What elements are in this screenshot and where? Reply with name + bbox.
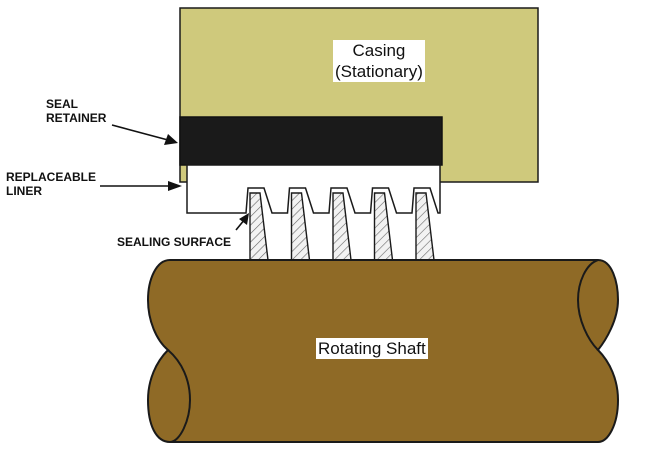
seal-retainer-label: SEAL RETAINER [46, 97, 106, 125]
replaceable-liner-label: REPLACEABLE LINER [6, 170, 96, 198]
seal-retainer-label-line2: RETAINER [46, 111, 107, 125]
seal-retainer-arrow [111, 124, 178, 145]
replaceable-liner [186, 164, 441, 214]
casing-label: Casing (Stationary) [333, 40, 425, 82]
sealing-tooth [373, 192, 394, 261]
sealing-tooth [415, 192, 435, 261]
shaft-right-end [576, 259, 599, 351]
sealing-surface-arrow [235, 213, 249, 231]
seal-retainer-label-line1: SEAL [46, 97, 79, 111]
sealing-tooth [290, 192, 311, 261]
replaceable-liner-label-line2: LINER [6, 184, 42, 198]
seal-retainer [179, 116, 443, 166]
replaceable-liner-arrow [100, 181, 182, 191]
sealing-tooth [249, 192, 269, 261]
sealing-tooth [332, 192, 352, 261]
sealing-surface-label: SEALING SURFACE [117, 235, 232, 249]
rotating-shaft-label: Rotating Shaft [316, 338, 428, 359]
shaft-left-end [167, 349, 192, 443]
casing-label-line2: (Stationary) [335, 62, 423, 81]
casing-label-line1: Casing [352, 41, 406, 60]
replaceable-liner-label-line1: REPLACEABLE [6, 170, 97, 184]
